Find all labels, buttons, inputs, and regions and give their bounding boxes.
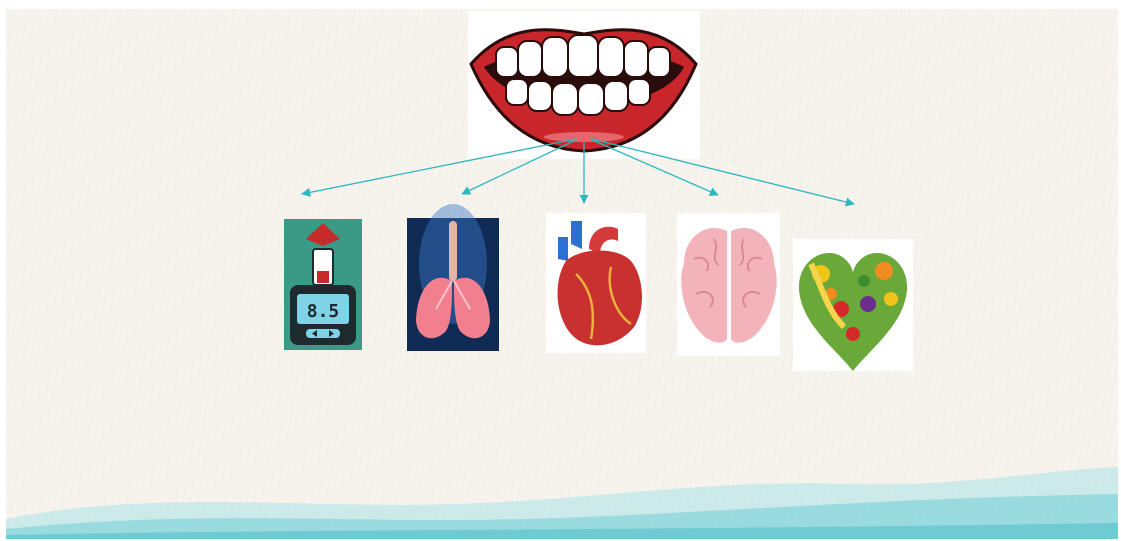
- smiling-mouth-teeth-icon: [468, 11, 700, 159]
- brain-icon: [677, 213, 780, 356]
- mouth-body-diagram: 8.5: [6, 9, 1118, 539]
- fruit-vegetable-heart-icon: [793, 239, 913, 371]
- glucose-meter-icon: 8.5: [284, 219, 362, 350]
- arrow-to-diabetes: [302, 139, 576, 194]
- lungs-icon: [407, 204, 499, 351]
- anatomical-heart-icon: [546, 213, 646, 353]
- arrow-to-nutrition: [592, 139, 854, 204]
- slide-canvas: 8.5: [6, 9, 1118, 539]
- glucose-reading: 8.5: [307, 301, 340, 322]
